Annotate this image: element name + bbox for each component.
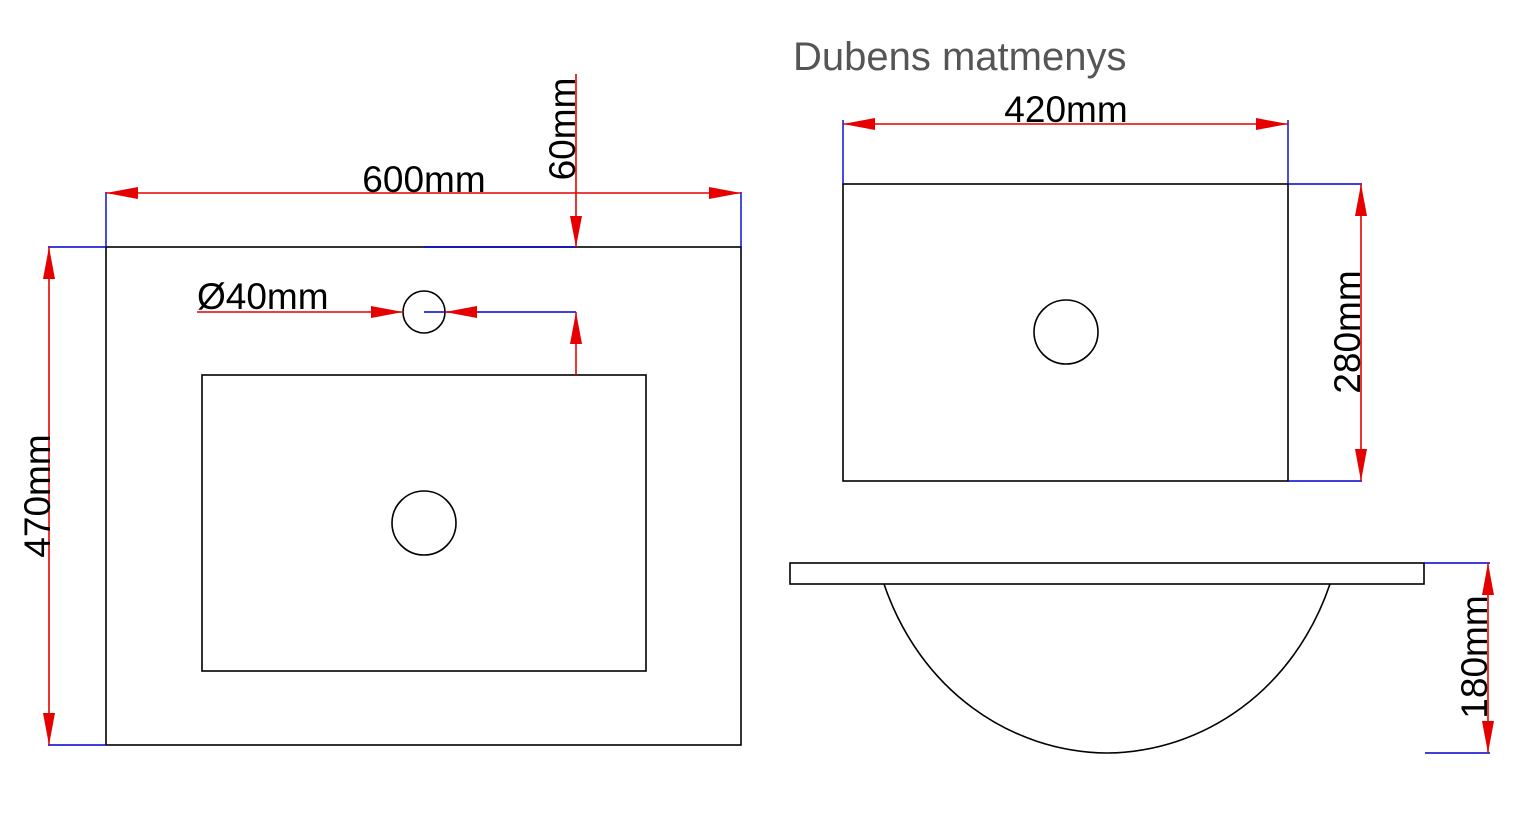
- label-bowl-width: 420mm: [1004, 89, 1127, 130]
- arrow-head: [371, 306, 403, 318]
- drawing-title: Dubens matmenys: [793, 35, 1126, 79]
- arrow-head: [445, 306, 477, 318]
- side-view: 180mm: [789, 562, 1495, 754]
- label-bowl-depth: 280mm: [1327, 270, 1368, 393]
- label-tap-hole: Ø40mm: [197, 276, 329, 317]
- bowl-profile-curve: [883, 583, 1331, 754]
- arrow-head: [843, 118, 875, 130]
- bowl-drain-hole: [1033, 299, 1099, 365]
- arrow-head: [1256, 118, 1288, 130]
- label-bowl-height: 180mm: [1454, 595, 1495, 718]
- bowl-opening-outline: [201, 374, 647, 672]
- drain-hole: [391, 490, 457, 556]
- top-view: 600mm 470mm 60mm Ø40mm: [17, 74, 742, 746]
- label-top-depth: 470mm: [17, 434, 58, 557]
- arrow-head: [1355, 449, 1367, 481]
- bowl-outline: [842, 183, 1289, 482]
- countertop-outline: [105, 246, 742, 746]
- arrow-head: [1482, 563, 1494, 595]
- arrow-head: [43, 713, 55, 745]
- arrow-head: [570, 312, 582, 344]
- label-top-width: 600mm: [362, 159, 485, 200]
- arrow-head: [1482, 721, 1494, 753]
- arrow-head: [570, 216, 582, 247]
- arrow-head: [1355, 184, 1367, 216]
- side-countertop-outline: [789, 562, 1425, 585]
- label-tap-offset: 60mm: [542, 78, 583, 181]
- arrow-head: [709, 187, 741, 199]
- arrow-head: [106, 187, 138, 199]
- arrow-head: [43, 247, 55, 279]
- bowl-plan-view: 420mm 280mm: [842, 89, 1368, 482]
